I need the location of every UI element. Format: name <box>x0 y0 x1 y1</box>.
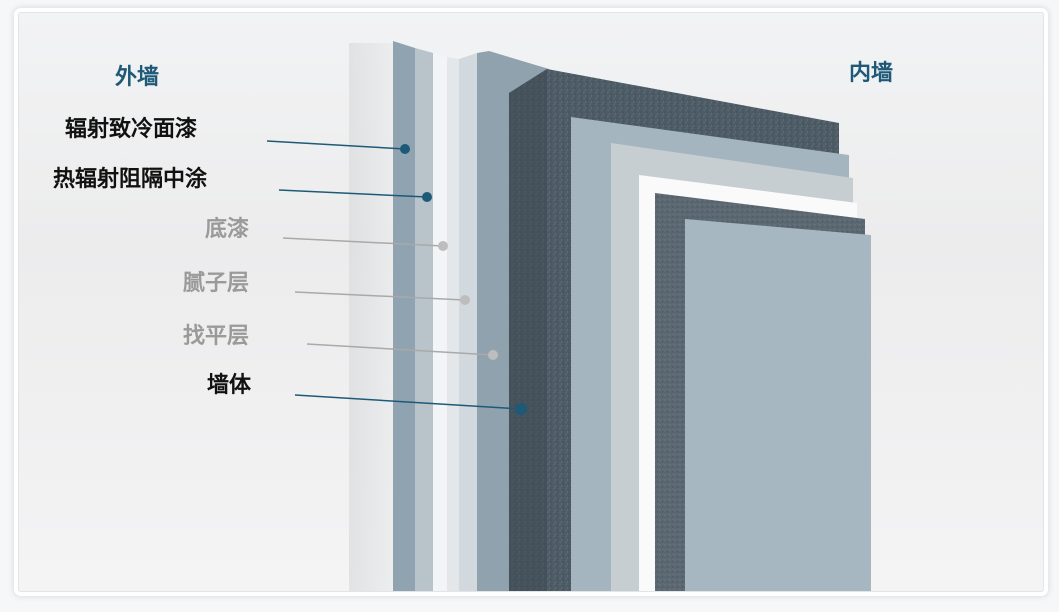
diagram-frame: 外墙 内墙 辐射致冷面漆 热辐射阻隔中涂 底漆 腻子层 找平层 墙体 <box>18 12 1044 592</box>
wall-body-side <box>509 69 547 591</box>
wall-shadow <box>349 43 399 591</box>
label-putty-layer: 腻子层 <box>183 271 250 296</box>
label-leveling-layer: 找平层 <box>183 324 250 349</box>
interior-layer-5 <box>685 219 871 591</box>
dot-midcoat <box>422 192 432 202</box>
leader-line-putty <box>294 291 466 301</box>
leader-line-wall-body <box>294 394 522 410</box>
putty-layer-shape <box>447 57 459 591</box>
leader-line-leveling <box>306 343 494 356</box>
primer-layer-shape <box>433 53 447 591</box>
leveling-layer-shape <box>459 53 477 591</box>
dot-wall-body <box>515 403 527 415</box>
label-thermal-barrier-midcoat: 热辐射阻隔中涂 <box>53 167 208 192</box>
wall-layers-illustration <box>266 41 871 591</box>
leader-line-topcoat <box>266 140 406 150</box>
exterior-header: 外墙 <box>115 65 160 90</box>
label-radiative-cooling-topcoat: 辐射致冷面漆 <box>65 117 198 142</box>
dot-primer <box>438 241 448 251</box>
dot-putty <box>460 295 470 305</box>
dot-topcoat <box>400 144 410 154</box>
midcoat-layer-shape <box>415 48 433 591</box>
label-wall-body: 墙体 <box>207 373 252 398</box>
dot-leveling <box>488 350 498 360</box>
wall-layers-diagram: 外墙 内墙 辐射致冷面漆 热辐射阻隔中涂 底漆 腻子层 找平层 墙体 <box>19 13 1043 591</box>
topcoat-layer-shape <box>393 41 415 591</box>
label-primer: 底漆 <box>205 217 250 242</box>
leader-line-primer <box>282 237 444 247</box>
leader-line-midcoat <box>278 189 428 198</box>
interior-header: 内墙 <box>849 61 894 86</box>
